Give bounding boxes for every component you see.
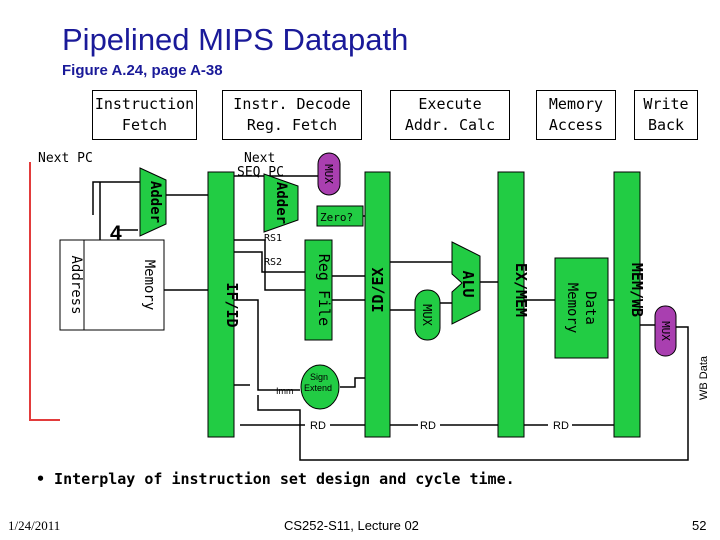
if-id-label: IF/ID <box>223 282 241 327</box>
rd-label-decode: RD <box>310 420 326 432</box>
figure-reference: Figure A.24, page A-38 <box>62 62 223 79</box>
mem-wb-label: MEM/WB <box>628 263 646 317</box>
next-pc-mux-label: MUX <box>322 164 335 184</box>
sign-extend <box>300 364 340 410</box>
stage-label-line2: Back <box>647 116 685 134</box>
stage-memory-access: Memory Access <box>536 90 616 140</box>
next-pc-mux <box>317 152 341 196</box>
sign-extend-line2: Extend <box>304 383 332 393</box>
id-ex-register <box>364 171 391 438</box>
wb-data-label: WB Data <box>698 355 710 400</box>
stage-label-line1: Instruction <box>94 95 195 113</box>
rs1-label: RS1 <box>264 233 282 244</box>
address-label: Address <box>68 255 84 314</box>
data-memory <box>554 257 609 359</box>
rs2-label: RS2 <box>264 257 282 268</box>
stage-label-line2: Access <box>548 116 604 134</box>
next-seq-pc-line1: Next <box>244 151 275 166</box>
next-pc-label: Next PC <box>38 151 93 166</box>
id-ex-label: ID/EX <box>369 267 387 312</box>
if-id-register <box>207 171 235 438</box>
stage-decode: Instr. Decode Reg. Fetch <box>222 90 362 140</box>
alu-input-mux-label: MUX <box>420 304 434 326</box>
zero-test <box>316 205 364 227</box>
stage-label-line1: Memory <box>548 95 604 113</box>
footer-date: 1/24/2011 <box>8 518 61 533</box>
ex-mem-register <box>497 171 525 438</box>
stage-label-line1: Instr. Decode <box>233 95 351 113</box>
footer-course: CS252-S11, Lecture 02 <box>284 518 419 533</box>
stage-label-line1: Execute <box>418 95 482 113</box>
mem-wb-register <box>613 171 641 438</box>
bullet-point: • Interplay of instruction set design an… <box>36 470 515 488</box>
stage-label-line2: Reg. Fetch <box>246 116 338 134</box>
constant-four: 4 <box>110 222 122 245</box>
writeback-mux <box>654 305 677 357</box>
stage-label-line2: Fetch <box>121 116 168 134</box>
instruction-memory <box>59 239 165 331</box>
sign-extend-line1: Sign <box>310 372 328 382</box>
register-file-label: Reg File <box>315 254 333 326</box>
stage-label-line1: Write <box>643 95 689 113</box>
alu <box>451 241 481 325</box>
stage-write-back: Write Back <box>634 90 698 140</box>
rd-label-execute: RD <box>420 420 436 432</box>
next-pc-wire <box>29 162 60 421</box>
writeback-mux-label: MUX <box>659 321 672 341</box>
data-memory-line1: Data <box>582 291 598 325</box>
stage-label-line2: Addr. Calc <box>404 116 496 134</box>
footer-page-number: 52 <box>692 518 707 533</box>
memory-label: Memory <box>141 260 157 311</box>
branch-adder <box>263 173 299 233</box>
slide-title: Pipelined MIPS Datapath <box>62 22 409 57</box>
register-file <box>304 239 333 341</box>
ex-mem-label: EX/MEM <box>512 263 530 317</box>
alu-input-mux <box>414 289 441 341</box>
zero-test-label: Zero? <box>320 211 353 224</box>
stage-instruction-fetch: Instruction Fetch <box>92 90 197 140</box>
pc-adder-label: Adder <box>147 181 163 223</box>
stage-execute: Execute Addr. Calc <box>390 90 510 140</box>
rd-label-memory: RD <box>553 420 569 432</box>
branch-adder-label: Adder <box>273 182 289 224</box>
imm-label: Imm <box>276 386 294 396</box>
data-memory-line2: Memory <box>564 283 580 334</box>
alu-label: ALU <box>459 270 477 297</box>
next-seq-pc-line2: SEQ PC <box>237 165 284 180</box>
pc-adder <box>139 167 167 237</box>
